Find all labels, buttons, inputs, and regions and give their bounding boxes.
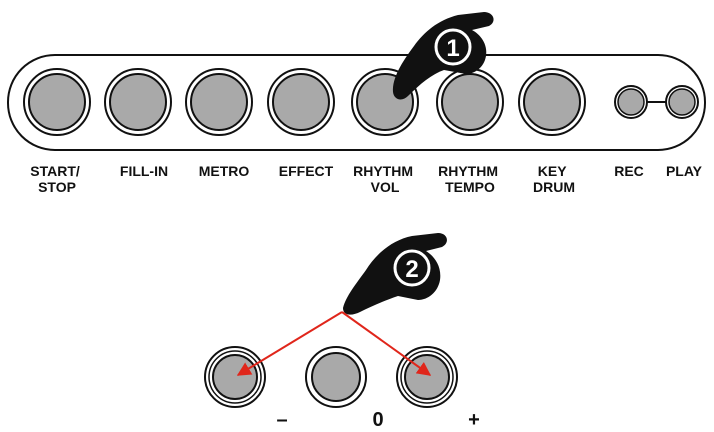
step-2-badge: 2 [393, 249, 431, 287]
step-1-number: 1 [446, 35, 459, 62]
metro-label: METRO [199, 163, 250, 179]
metro-button[interactable] [185, 68, 253, 136]
play-button[interactable] [665, 85, 699, 119]
svg-text:EFFECT: EFFECT [279, 163, 334, 179]
plus-label: + [468, 409, 480, 431]
key-drum-label-line1: KEY [538, 163, 567, 179]
zero-label: 0 [372, 409, 383, 431]
svg-text:REC: REC [614, 163, 644, 179]
svg-text:PLAY: PLAY [666, 163, 703, 179]
svg-text:METRO: METRO [199, 163, 250, 179]
effect-label: EFFECT [279, 163, 334, 179]
fill-in-label: FILL-IN [120, 163, 168, 179]
minus-label: – [276, 409, 287, 431]
key-drum-button[interactable] [518, 68, 586, 136]
svg-text:START/ STOP: START/ STOP [30, 163, 83, 195]
step-2-number: 2 [405, 256, 418, 283]
arrow-to-minus [236, 311, 343, 376]
rec-label: REC [614, 163, 644, 179]
rhythm-tempo-button[interactable] [436, 68, 504, 136]
rhythm-vol-label-line1: RHYTHM [353, 163, 413, 179]
svg-text:RHYTHM VOL: RHYTHM VOL [353, 163, 417, 195]
key-drum-label-line2: DRUM [533, 179, 575, 195]
arrow-to-plus [341, 311, 432, 376]
rec-button[interactable] [614, 85, 648, 119]
rhythm-tempo-label-line1: RHYTHM [438, 163, 498, 179]
play-label: PLAY [666, 163, 703, 179]
plus-button[interactable] [396, 346, 458, 408]
start-stop-label-line2: STOP [38, 179, 76, 195]
start-stop-label-line1: START/ [30, 163, 80, 179]
zero-button[interactable] [305, 346, 367, 408]
rhythm-vol-label-line2: VOL [371, 179, 400, 195]
svg-text:FILL-IN: FILL-IN [120, 163, 168, 179]
fill-in-button[interactable] [104, 68, 172, 136]
svg-text:KEY DRUM: KEY DRUM [533, 163, 575, 195]
minus-button[interactable] [204, 346, 266, 408]
effect-button[interactable] [267, 68, 335, 136]
step-1-badge: 1 [434, 28, 472, 66]
rhythm-tempo-label-line2: TEMPO [445, 179, 495, 195]
svg-text:RHYTHM TEMPO: RHYTHM TEMPO [438, 163, 502, 195]
start-stop-button[interactable] [23, 68, 91, 136]
